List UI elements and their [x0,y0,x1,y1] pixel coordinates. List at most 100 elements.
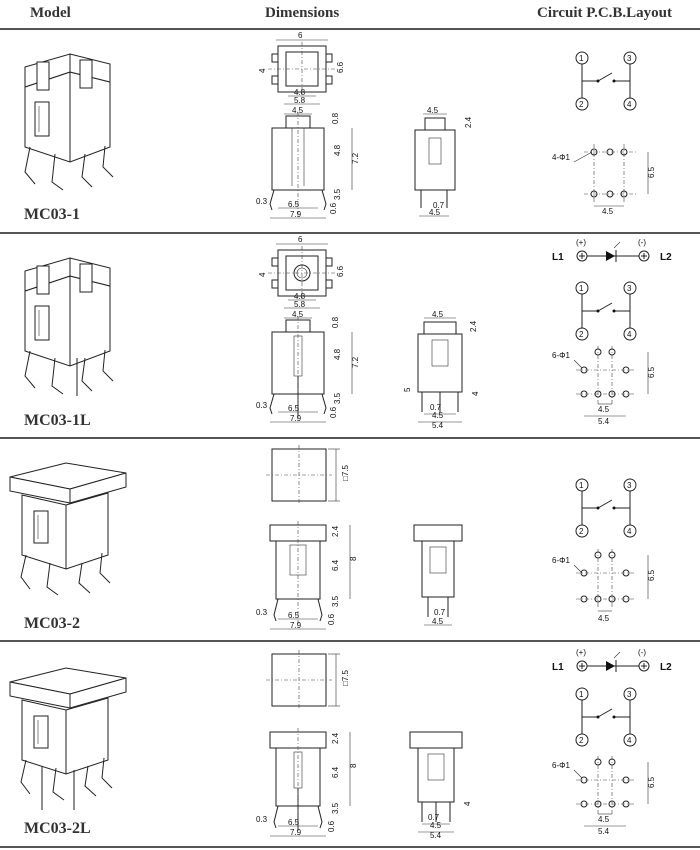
top-view-drawing: □7.5 [266,445,350,505]
dim-label: 4.8 [333,348,342,360]
row-divider [0,437,700,439]
hole-label: 6-Φ1 [552,351,570,360]
dim-label: 0.6 [327,613,336,625]
dim-label: 6.5 [288,200,300,209]
side-view-drawing: 4.5 0.8 7.2 4.8 3.5 0.3 6.5 0.6 7.9 [256,106,360,219]
dim-label: 5.4 [598,417,610,426]
row-mc03-1l: MC03-1L 6 [0,234,700,437]
model-name: MC03-1 [24,206,80,223]
dim-label: 6.6 [336,61,345,73]
pcb-layout: 6-Φ1 6.5 4.5 5.4 [552,346,656,426]
dim-label: 4.5 [598,614,610,623]
hole-label: 6-Φ1 [552,556,570,565]
end-view-drawing: 4.5 2.4 0.7 4.5 [414,106,473,217]
pin-number: 4 [627,736,632,745]
pin-number: 2 [579,330,584,339]
hole-label: 6-Φ1 [552,761,570,770]
dim-label: 2.4 [469,320,478,332]
dim-label: 7.9 [290,828,302,837]
end-view-drawing: 4.5 2.4 5 4 0.7 4.5 5.4 [403,310,480,430]
pcb-layout: 6-Φ1 6.5 4.5 5.4 [552,756,656,836]
dim-label: □7.5 [341,669,350,686]
switch-circuit-diagram: 1 2 3 4 [575,687,637,747]
led-l2-label: L2 [660,252,672,263]
model-name: MC03-2 [24,615,80,632]
dim-label: 4 [471,391,480,396]
led-circuit-diagram: (+) (-) L1 L2 [552,648,672,673]
dim-label: 4.5 [598,405,610,414]
pin-number: 1 [579,690,584,699]
pcb-layout: 6-Φ1 6.5 4.5 [552,549,656,623]
dim-label: 6.5 [288,404,300,413]
switch-illustration [24,257,114,396]
dim-label: 0.6 [327,820,336,832]
dim-label: 0.7 [434,608,446,617]
pin-number: 1 [579,284,584,293]
pin-number: 3 [627,54,632,63]
dim-label: 4.5 [427,106,439,115]
switch-illustration [9,462,127,596]
dim-label: 3.5 [331,595,340,607]
dim-label: 0.8 [331,316,340,328]
dim-label: 8 [349,556,358,561]
row-mc03-2l: MC03-2L □7.5 [0,642,700,846]
side-view-drawing: 2.4 8 6.4 3.5 0.3 6.5 0.6 7.9 [256,521,358,630]
dim-label: 4.5 [432,617,444,626]
dim-label: 6.5 [647,366,656,378]
model-name: MC03-1L [24,412,91,429]
dim-label: 5.4 [430,831,442,840]
dim-label: 4 [258,68,267,73]
dim-label: 4 [258,272,267,277]
dim-label: 0.7 [428,813,440,822]
dim-label: 7.2 [351,152,360,164]
dim-label: 4.5 [429,208,441,217]
header-dimensions: Dimensions [265,5,340,21]
led-circuit-diagram: (+) (-) L1 L2 [552,238,672,263]
header-rule [0,28,700,30]
switch-circuit-diagram: 1 2 3 4 [575,478,637,538]
pin-number: 1 [579,54,584,63]
dim-label: 5.8 [294,300,306,309]
dim-label: 4.5 [598,815,610,824]
switch-illustration [9,667,127,810]
dim-label: 0.3 [256,401,268,410]
led-l1-label: L1 [552,252,564,263]
dim-label: 4.5 [292,310,304,319]
led-cathode-label: (-) [638,648,646,657]
dim-label: 0.8 [331,112,340,124]
dim-label: 0.3 [256,815,268,824]
dim-label: 2.4 [331,525,340,537]
led-anode-label: (+) [576,648,586,657]
led-l1-label: L1 [552,662,564,673]
dim-label: 2.4 [464,116,473,128]
top-view-drawing: 6 4 6.6 4.8 5.8 [258,235,345,309]
dim-label: 8 [349,763,358,768]
pin-number: 3 [627,284,632,293]
dim-label: 0.7 [433,201,445,210]
pin-number: 3 [627,690,632,699]
dim-label: 0.3 [256,608,268,617]
dim-label: 2.4 [331,732,340,744]
dim-label: 4.8 [333,144,342,156]
dim-label: 0.6 [329,406,338,418]
end-view-drawing: 4 0.7 4.5 5.4 [409,731,472,840]
model-name: MC03-2L [24,820,91,837]
header-model: Model [30,5,71,21]
dim-label: 4.8 [294,292,306,301]
pin-number: 3 [627,481,632,490]
dim-label: 7.9 [290,621,302,630]
row-mc03-1: MC03-1 6 4 [0,30,700,232]
row-divider [0,640,700,642]
table-header: Model Dimensions Circuit P.C.B.Layout [0,0,700,28]
switch-circuit-diagram: 1 2 3 4 [575,281,637,341]
dim-label: 6.5 [288,611,300,620]
pin-number: 4 [627,330,632,339]
switch-illustration [24,53,114,191]
dim-label: 4.5 [432,411,444,420]
dim-label: 4.5 [602,207,614,216]
dim-label: 6 [298,235,303,244]
dim-label: 5 [403,387,412,392]
side-view-drawing: 4.5 0.8 7.2 4.8 3.5 0.3 6.5 0.6 7.9 [256,310,360,423]
top-view-drawing: □7.5 [266,650,350,710]
